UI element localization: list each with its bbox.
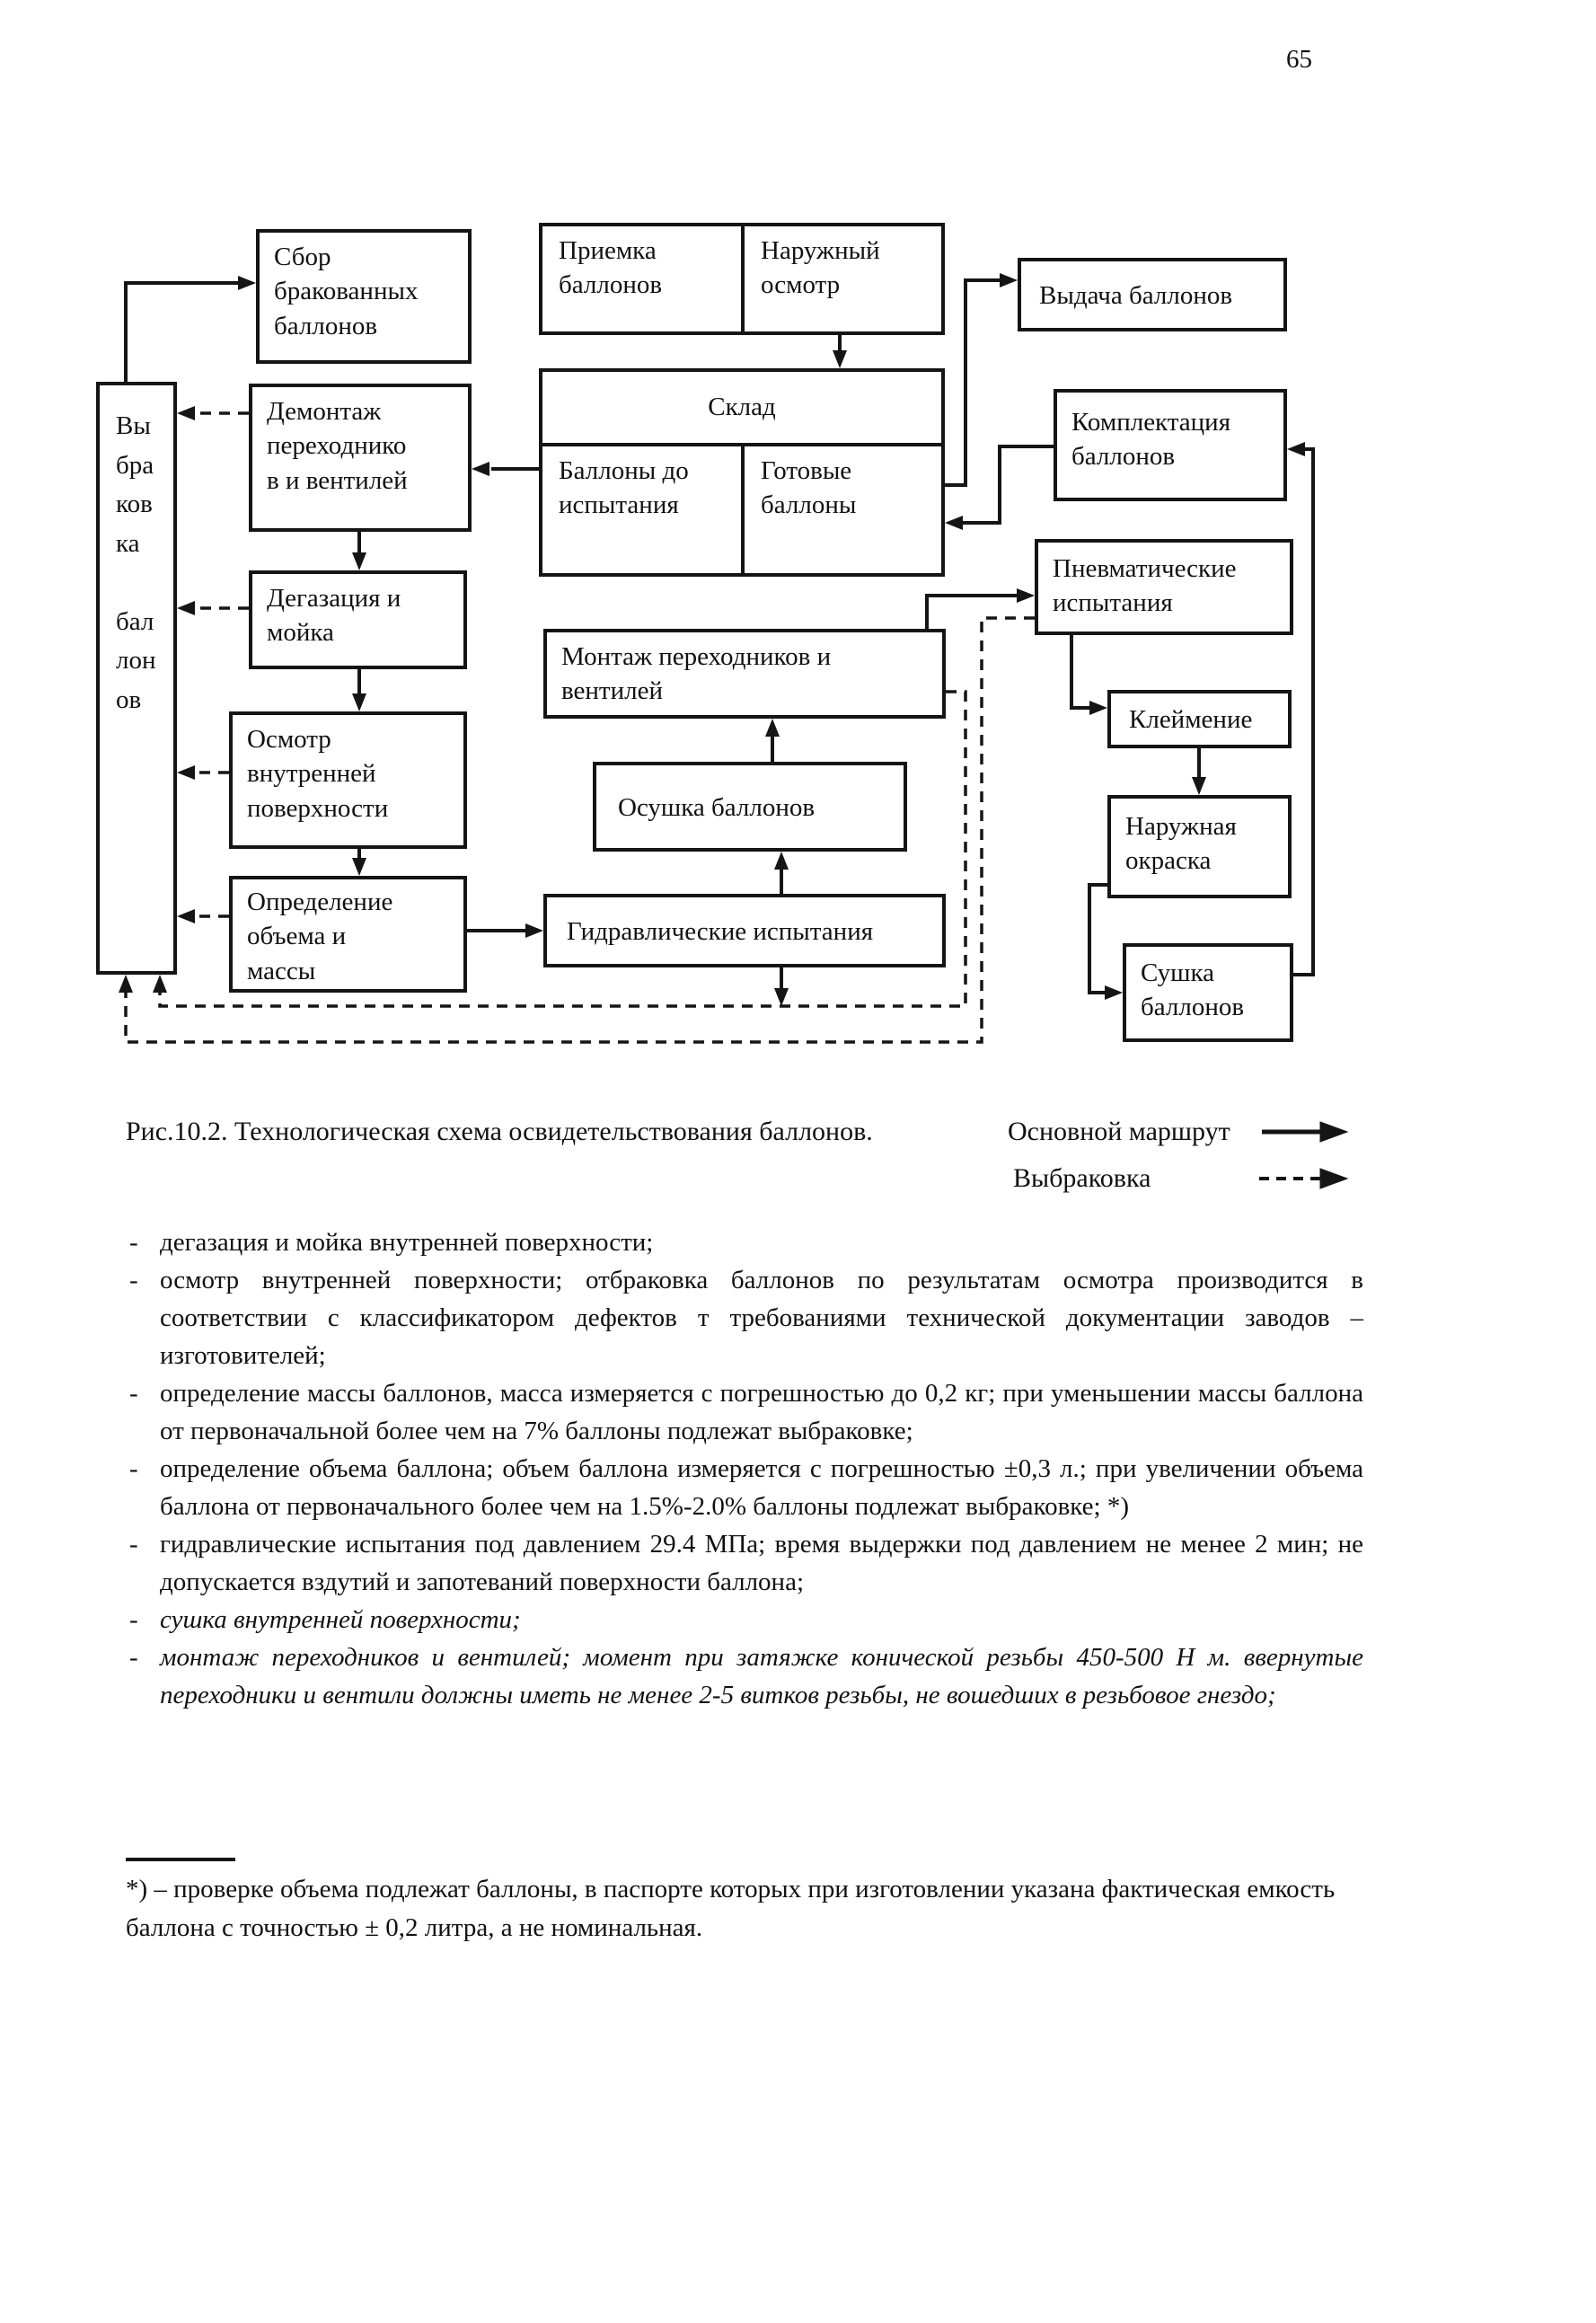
arrowhead — [1319, 1121, 1349, 1143]
flow-box-dismantle-adapters: Демонтаж переходнико в и вентилей — [249, 384, 472, 532]
arrowhead — [119, 975, 133, 993]
list-dash: - — [129, 1530, 138, 1559]
legend-arrows — [1259, 1121, 1349, 1189]
connector-line — [961, 445, 1054, 525]
flow-box-warehouse: Склад Баллоны до испытания Готовые балло… — [539, 368, 945, 577]
list-item: -осмотр внутренней поверхности; отбраков… — [126, 1261, 1363, 1374]
arrowhead — [1105, 985, 1123, 1000]
flow-box-collect-rejected: Сбор бракованных баллонов — [256, 229, 472, 364]
figure-caption: Рис.10.2. Технологическая схема освидете… — [126, 1117, 873, 1146]
flow-box-internal-inspection: Осмотр внутренней поверхности — [229, 711, 467, 849]
connector-line — [945, 278, 1001, 487]
note-text: гидравлические испытания под давлением 2… — [160, 1530, 1363, 1596]
flow-cell-finished-cylinders: Готовые баллоны — [761, 456, 857, 520]
flow-cell-external-inspection: Наружный осмотр — [761, 236, 880, 300]
arrowhead — [774, 852, 789, 870]
flow-box-stamping: Клеймение — [1107, 690, 1292, 748]
flow-box-completing: Комплектация баллонов — [1054, 389, 1287, 501]
note-text: монтаж переходников и вентилей; момент п… — [160, 1643, 1363, 1709]
arrowheads — [119, 273, 1305, 1006]
list-item: -сушка внутренней поверхности; — [126, 1601, 1363, 1638]
note-text: дегазация и мойка внутренней поверхности… — [160, 1228, 654, 1257]
flow-box-issue-cylinders: Выдача баллонов — [1018, 258, 1287, 331]
flow-box-hydraulic-tests: Гидравлические испытания — [543, 894, 946, 967]
arrowhead — [177, 601, 195, 615]
arrowhead — [153, 975, 167, 993]
flow-box-volume-mass: Определение объема и массы — [229, 876, 467, 993]
connector-line — [124, 616, 1035, 1044]
footnote-divider — [126, 1858, 235, 1861]
arrowhead — [774, 988, 789, 1006]
list-dash: - — [129, 1228, 138, 1257]
legend-main-route-label: Основной маршрут — [1008, 1117, 1230, 1146]
arrowhead — [352, 693, 366, 711]
note-text: осмотр внутренней поверхности; отбраковк… — [160, 1266, 1363, 1370]
arrowhead — [352, 858, 366, 876]
list-dash: - — [129, 1643, 138, 1672]
flow-box-drying-cylinders: Осушка баллонов — [593, 762, 907, 852]
arrowhead — [1000, 273, 1018, 287]
flow-cell-cylinders-before-test: Баллоны до испытания — [542, 446, 745, 573]
arrowhead — [945, 516, 963, 530]
arrowhead — [238, 276, 256, 290]
arrowhead — [1089, 701, 1107, 715]
list-item: -дегазация и мойка внутренней поверхност… — [126, 1223, 1363, 1261]
connector-line — [1088, 883, 1107, 994]
arrowhead — [177, 406, 195, 420]
flow-box-rejection-column: Вы бра ков ка бал лон ов — [96, 382, 177, 975]
list-item: -определение массы баллонов, масса измер… — [126, 1374, 1363, 1450]
arrowhead — [525, 923, 543, 938]
connector-line — [1070, 635, 1091, 710]
flow-box-mount-adapters: Монтаж переходников и вентилей — [543, 629, 946, 719]
arrowhead — [1287, 442, 1305, 456]
arrowhead — [833, 350, 847, 368]
arrowhead — [177, 765, 195, 780]
list-dash: - — [129, 1379, 138, 1408]
arrowhead — [352, 552, 366, 570]
flow-box-pneumatic-tests: Пневматические испытания — [1035, 539, 1293, 635]
list-item: -монтаж переходников и вентилей; момент … — [126, 1638, 1363, 1714]
arrowhead — [472, 462, 489, 476]
connector-line — [124, 281, 240, 382]
flow-cell-acceptance: Приемка баллонов — [542, 226, 745, 331]
list-dash: - — [129, 1266, 138, 1294]
reject-route-connectors — [124, 411, 1035, 1044]
note-text: определение объема баллона; объем баллон… — [160, 1454, 1363, 1521]
page-number: 65 — [1286, 45, 1312, 74]
main-route-connectors — [124, 278, 1315, 994]
note-text: определение массы баллонов, масса измеря… — [160, 1379, 1363, 1445]
arrowhead — [177, 909, 195, 923]
legend-reject-route-label: Выбраковка — [1013, 1163, 1151, 1193]
arrowhead — [1017, 588, 1035, 603]
arrowhead — [1319, 1168, 1349, 1189]
arrowhead — [1192, 777, 1206, 795]
connector-line — [1293, 447, 1315, 976]
flow-box-acceptance-inspection: Приемка баллонов Наружный осмотр — [539, 223, 945, 335]
connector-line — [925, 594, 1018, 629]
list-item: -гидравлические испытания под давлением … — [126, 1525, 1363, 1601]
footnote-text: *) – проверке объема подлежат баллоны, в… — [126, 1875, 1336, 1942]
flow-box-external-painting: Наружная окраска — [1107, 795, 1292, 898]
list-dash: - — [129, 1454, 138, 1483]
notes-list: -дегазация и мойка внутренней поверхност… — [126, 1223, 1363, 1714]
flow-box-degassing-washing: Дегазация и мойка — [249, 570, 467, 669]
list-dash: - — [129, 1605, 138, 1634]
list-item: -определение объема баллона; объем балло… — [126, 1450, 1363, 1525]
arrowhead — [765, 719, 780, 737]
note-text: сушка внутренней поверхности; — [160, 1605, 521, 1634]
flow-cell-warehouse-title: Склад — [542, 372, 941, 446]
flow-box-final-drying: Сушка баллонов — [1123, 943, 1293, 1042]
